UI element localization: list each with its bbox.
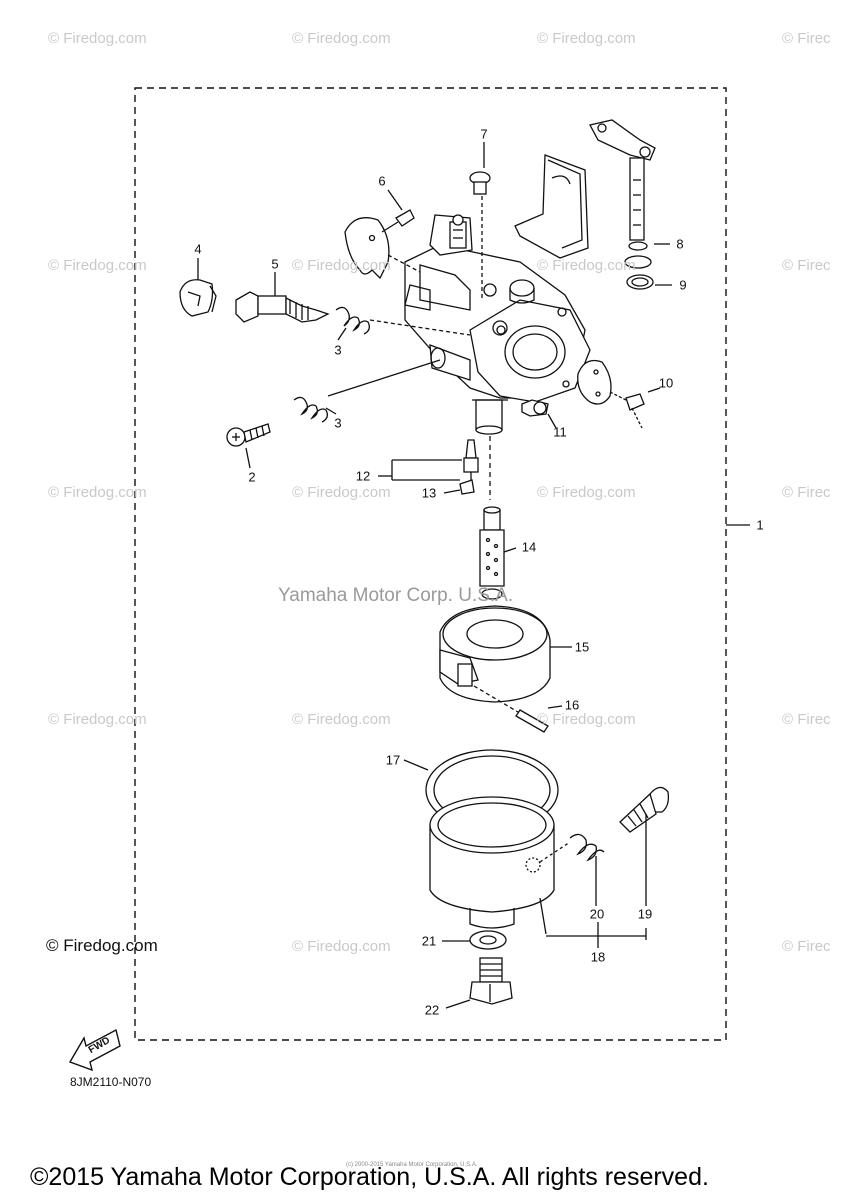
screw-10 <box>609 387 661 429</box>
part-callout-7: 7 <box>480 126 488 142</box>
firedog-watermark: © Firedog.com <box>537 30 636 47</box>
firedog-watermark: © Firedog.com <box>537 484 636 501</box>
float-needle-12 <box>463 439 479 480</box>
assembly-boundary <box>134 87 727 1041</box>
firedog-watermark: © Firedog.com <box>537 257 636 274</box>
part-callout-17: 17 <box>385 752 401 768</box>
screw-7 <box>469 142 491 300</box>
part-callout-11: 11 <box>553 424 567 440</box>
spring-3-lower <box>293 359 441 423</box>
pilot-screw-5 <box>235 272 330 323</box>
throttle-stop-screw-2 <box>226 423 271 469</box>
bracket-18 <box>546 922 647 948</box>
part-callout-3: 3 <box>334 415 342 431</box>
copyright-notice: ©2015 Yamaha Motor Corporation, U.S.A. A… <box>30 1163 709 1191</box>
firedog-watermark: © Firec <box>782 484 831 501</box>
part-callout-15: 15 <box>574 639 590 655</box>
float-bowl-18 <box>429 796 555 935</box>
fwd-arrow-icon <box>68 1028 121 1072</box>
part-callout-1: 1 <box>756 517 764 533</box>
firedog-watermark: © Firedog.com <box>48 711 147 728</box>
seal-9-outer <box>624 255 652 269</box>
throttle-valve-plate <box>577 359 612 405</box>
washer-21 <box>469 930 507 950</box>
spring-3-upper <box>335 306 471 341</box>
drain-plug-22 <box>445 957 513 1009</box>
brand-watermark: Yamaha Motor Corp. U.S.A. <box>278 585 514 606</box>
float-pin-16 <box>473 685 563 733</box>
choke-valve-plate <box>344 217 390 280</box>
part-callout-22: 22 <box>424 1002 440 1018</box>
firedog-watermark: © Firec <box>782 938 831 955</box>
firedog-watermark: © Firedog.com <box>537 711 636 728</box>
part-callout-10: 10 <box>658 375 674 391</box>
part-callout-4: 4 <box>194 241 202 257</box>
drain-screw-19 <box>619 786 670 906</box>
firedog-watermark: © Firec <box>782 711 831 728</box>
part-callout-14: 14 <box>521 539 537 555</box>
washer-8 <box>628 241 648 251</box>
firedog-watermark: © Firedog.com <box>292 711 391 728</box>
part-callout-8: 8 <box>676 236 684 252</box>
firedog-watermark: © Firedog.com <box>292 257 391 274</box>
part-callout-2: 2 <box>248 469 256 485</box>
firedog-watermark: © Firec <box>782 30 831 47</box>
spring-20 <box>539 833 605 906</box>
firedog-watermark: © Firedog.com <box>292 484 391 501</box>
carburetor-body <box>404 244 591 403</box>
part-callout-20: 20 <box>589 906 605 922</box>
needle-clip-13 <box>459 479 475 495</box>
o-ring-9 <box>626 274 654 290</box>
throttle-lever-shaft <box>589 119 656 241</box>
firedog-watermark: © Firedog.com <box>48 257 147 274</box>
part-callout-3: 3 <box>334 342 342 358</box>
firedog-watermark: © Firedog.com <box>292 30 391 47</box>
firedog-watermark: © Firedog.com <box>48 484 147 501</box>
firedog-watermark: © Firedog.com <box>48 30 147 47</box>
part-callout-13: 13 <box>421 485 437 501</box>
site-credit: © Firedog.com <box>46 936 158 955</box>
part-callout-9: 9 <box>679 277 687 293</box>
firedog-watermark: © Firedog.com <box>292 938 391 955</box>
firedog-watermark: © Firec <box>782 257 831 274</box>
screw-11 <box>521 399 557 429</box>
part-callout-18: 18 <box>590 949 606 965</box>
diagram-code: 8JM2110-N070 <box>70 1075 152 1089</box>
tiny-copyright: (c) 2000-2015 Yamaha Motor Corporation, … <box>346 1162 478 1168</box>
part-callout-21: 21 <box>421 933 437 949</box>
main-nozzle-14 <box>479 506 517 600</box>
part-callout-5: 5 <box>271 256 279 272</box>
bracket-12 <box>391 459 462 481</box>
float-15 <box>439 605 572 703</box>
part-callout-6: 6 <box>378 173 386 189</box>
part-callout-19: 19 <box>637 906 653 922</box>
screw-6 <box>381 189 415 233</box>
pilot-screw-housing <box>429 214 473 256</box>
part-callout-12: 12 <box>355 468 371 484</box>
main-jet-holder <box>472 399 508 435</box>
pilot-screw-cap-4 <box>179 258 217 317</box>
choke-bracket <box>514 154 589 259</box>
part-callout-16: 16 <box>564 697 580 713</box>
